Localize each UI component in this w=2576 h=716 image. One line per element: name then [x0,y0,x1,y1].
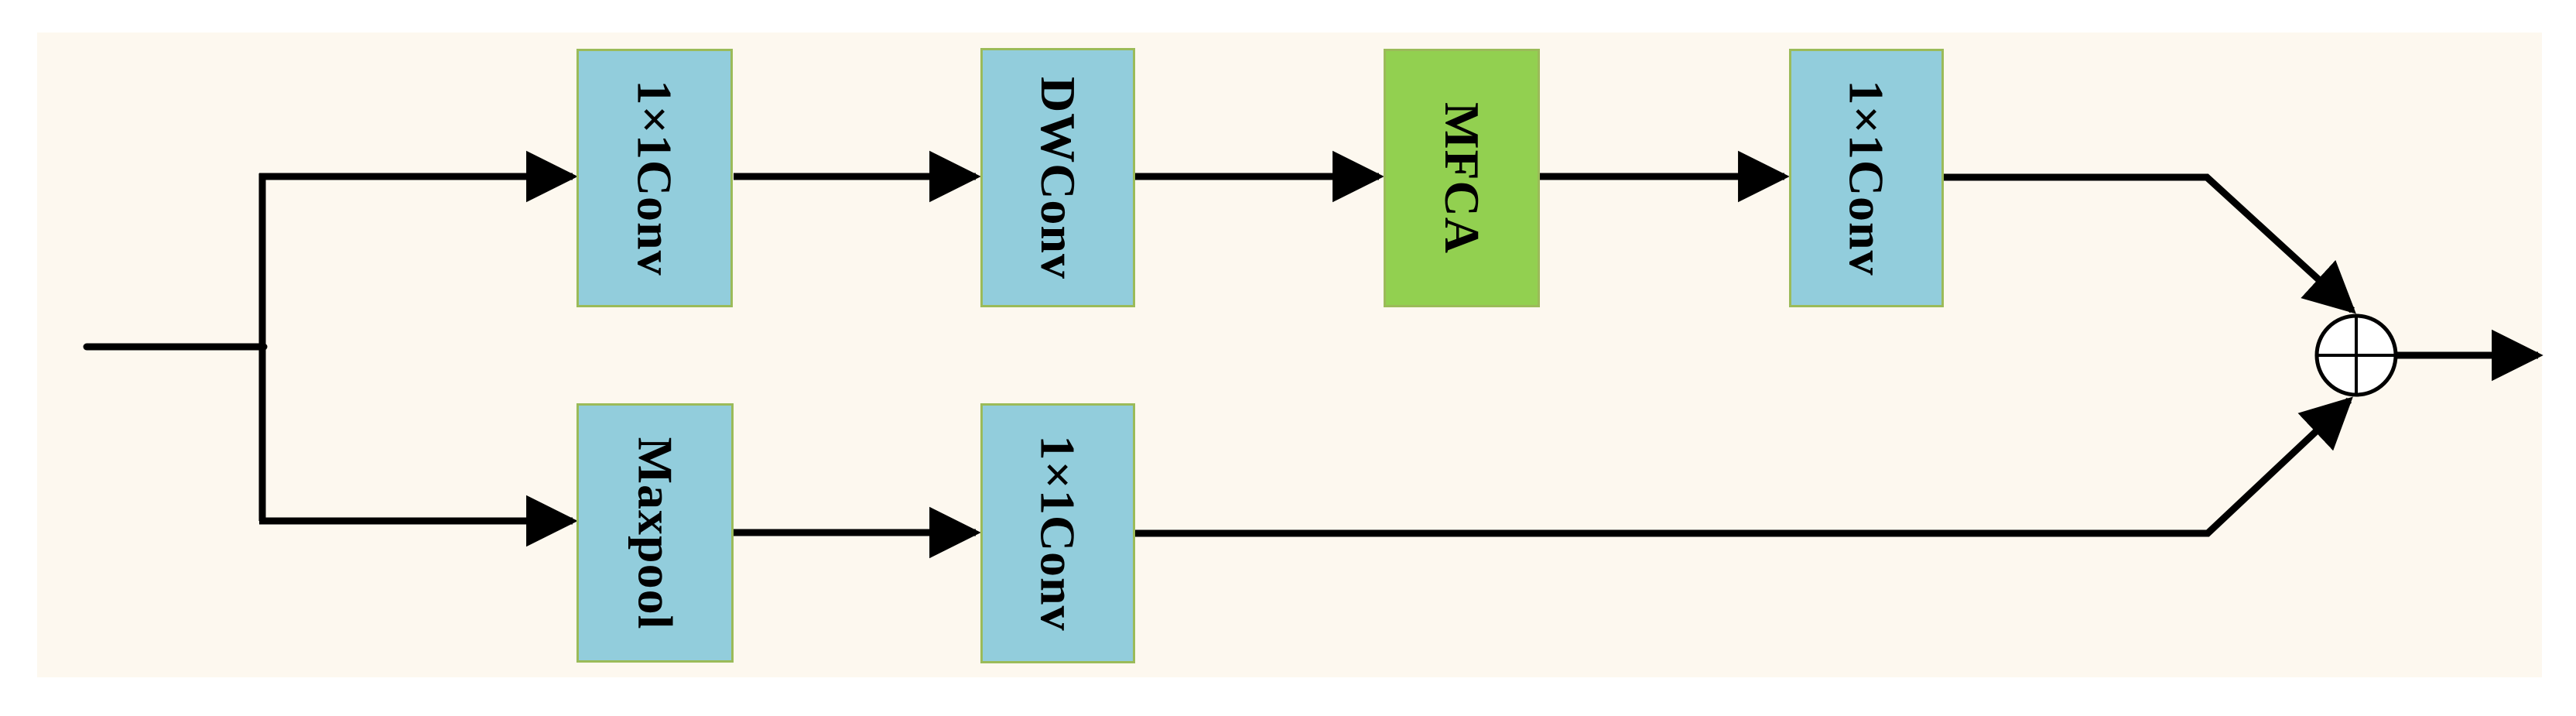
node-mfca-label: MFCA [1435,102,1490,254]
node-conv-top-2: 1×1Conv [1789,49,1944,307]
node-dwconv: DWConv [980,48,1135,307]
circled-plus-icon [2314,313,2398,397]
node-conv-bottom: 1×1Conv [980,403,1135,663]
node-dwconv-label: DWConv [1031,76,1086,279]
node-maxpool-label: Maxpool [628,437,683,629]
node-conv-top-1-label: 1×1Conv [628,80,682,276]
node-conv-top-1: 1×1Conv [576,49,733,307]
node-conv-bottom-label: 1×1Conv [1031,435,1086,632]
arrow-conv-bottom-to-sum [1135,396,2353,537]
node-conv-top-2-label: 1×1Conv [1839,80,1894,276]
arrow-conv-top-2-to-sum [1944,173,2356,314]
node-maxpool: Maxpool [576,403,734,663]
node-mfca: MFCA [1384,49,1540,307]
diagram-panel [37,33,2542,677]
